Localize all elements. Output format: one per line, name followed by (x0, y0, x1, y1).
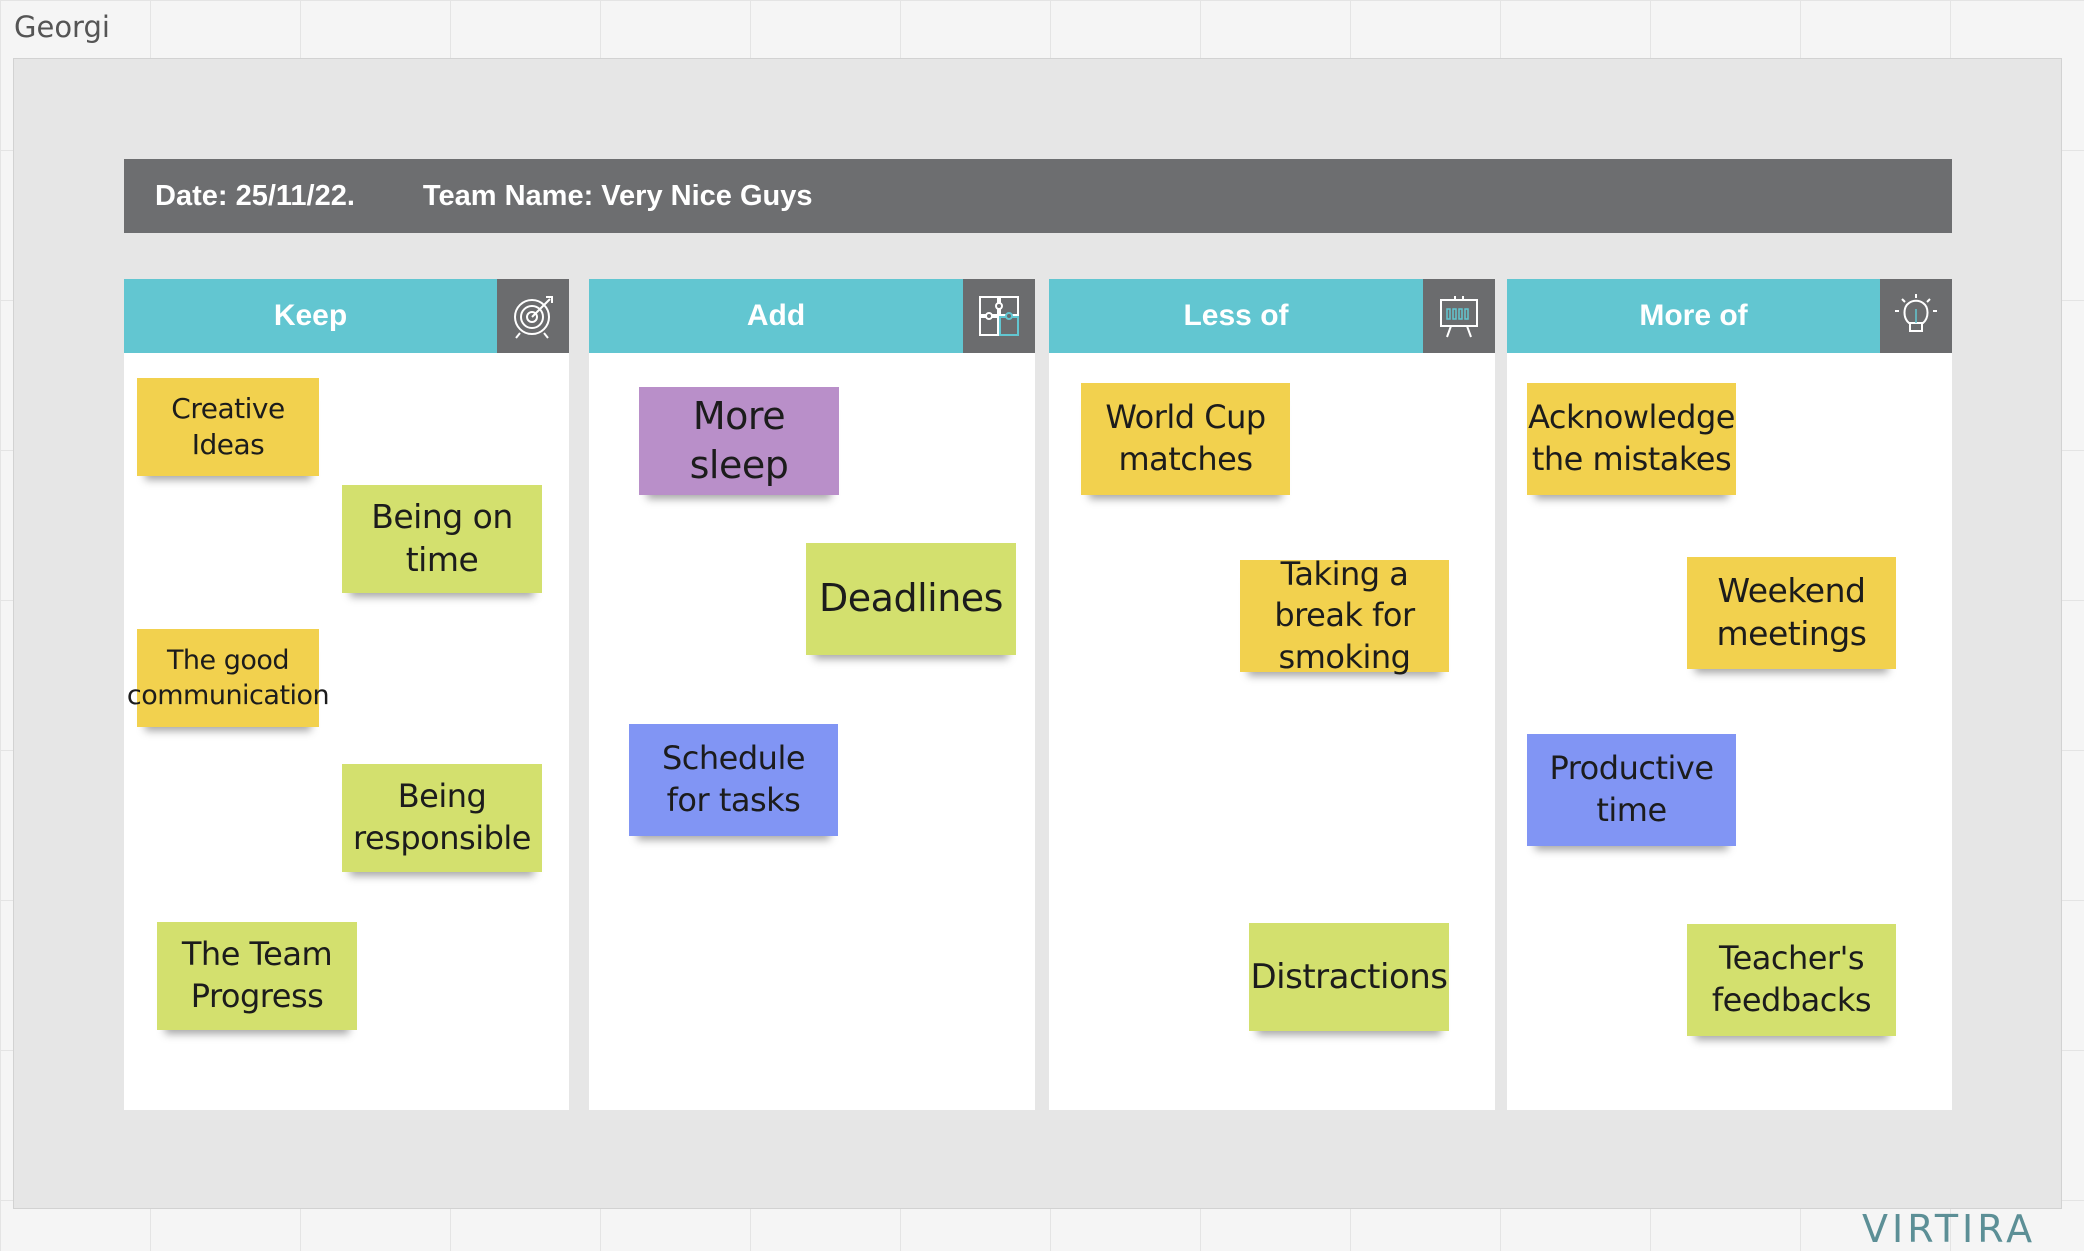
sticky-note[interactable]: Weekend meetings (1687, 557, 1896, 669)
sticky-note-text: Being on time (371, 497, 513, 579)
puzzle-icon (963, 279, 1035, 353)
sticky-note[interactable]: Being on time (342, 485, 542, 593)
sticky-note[interactable]: More sleep (639, 387, 839, 495)
team-name-label: Team Name: Very Nice Guys (422, 179, 813, 212)
column-header-add: Add (589, 279, 1035, 353)
sticky-note-text: More sleep (689, 393, 789, 487)
column-less-of[interactable]: Less of World Cup matches Taking a br (1049, 279, 1495, 1110)
sticky-note[interactable]: Being responsible (342, 764, 542, 872)
sticky-note[interactable]: Acknowledge the mistakes (1527, 383, 1736, 495)
sticky-note-text: Weekend meetings (1716, 571, 1867, 653)
sticky-note[interactable]: Distractions (1249, 923, 1449, 1031)
column-title-add: Add (746, 299, 806, 332)
sticky-note[interactable]: Productive time (1527, 734, 1736, 846)
column-header-less-of: Less of (1049, 279, 1495, 353)
sticky-note[interactable]: The Team Progress (157, 922, 357, 1030)
sticky-note-text: Schedule for tasks (661, 739, 806, 819)
sticky-note-text: Taking a break for smoking (1274, 554, 1415, 676)
sticky-note[interactable]: Teacher's feedbacks (1687, 924, 1896, 1036)
column-more-of[interactable]: More of Acknowledge the mistakes Weekend… (1507, 279, 1952, 1110)
virtira-logo: VIRTIRA (1862, 1207, 2037, 1251)
date-label: Date: 25/11/22. (155, 179, 355, 212)
sticky-note-text: The Team Progress (181, 935, 333, 1015)
column-header-more-of: More of (1507, 279, 1952, 353)
column-title-less-of: Less of (1183, 299, 1289, 332)
sticky-note-text: The good communication (126, 644, 330, 711)
sticky-note-text: Acknowledge the mistakes (1528, 398, 1735, 478)
column-add[interactable]: Add More sleep Deadlines Schedule for ta… (589, 279, 1035, 1110)
retro-header-bar[interactable]: Date: 25/11/22. Team Name: Very Nice Guy… (124, 159, 1952, 233)
column-keep[interactable]: Keep Creative Ideas Being on time The go… (124, 279, 569, 1110)
sticky-note-text: Distractions (1250, 956, 1448, 997)
sticky-note[interactable]: Deadlines (806, 543, 1016, 655)
column-header-keep: Keep (124, 279, 569, 353)
sticky-note[interactable]: Schedule for tasks (629, 724, 838, 836)
column-title-keep: Keep (273, 299, 348, 332)
board-frame[interactable]: Date: 25/11/22. Team Name: Very Nice Guy… (13, 58, 2062, 1251)
sticky-note-text: Deadlines (819, 576, 1003, 621)
lightbulb-icon (1880, 279, 1952, 353)
sticky-note-text: Being responsible (353, 777, 531, 857)
sticky-note-text: World Cup matches (1105, 398, 1266, 478)
presentation-board-icon (1423, 279, 1495, 353)
sticky-note[interactable]: Taking a break for smoking (1240, 555, 1449, 676)
sticky-note-text: Productive time (1549, 749, 1714, 829)
sticky-note[interactable]: The good communication (127, 629, 330, 727)
sticky-note[interactable]: World Cup matches (1081, 383, 1290, 495)
column-title-more-of: More of (1639, 299, 1748, 332)
target-icon (497, 279, 569, 353)
user-name-label: Georgi (14, 10, 110, 44)
sticky-note-text: Teacher's feedbacks (1711, 939, 1872, 1019)
sticky-note[interactable]: Creative Ideas (137, 378, 319, 476)
sticky-note-text: Creative Ideas (171, 391, 285, 461)
